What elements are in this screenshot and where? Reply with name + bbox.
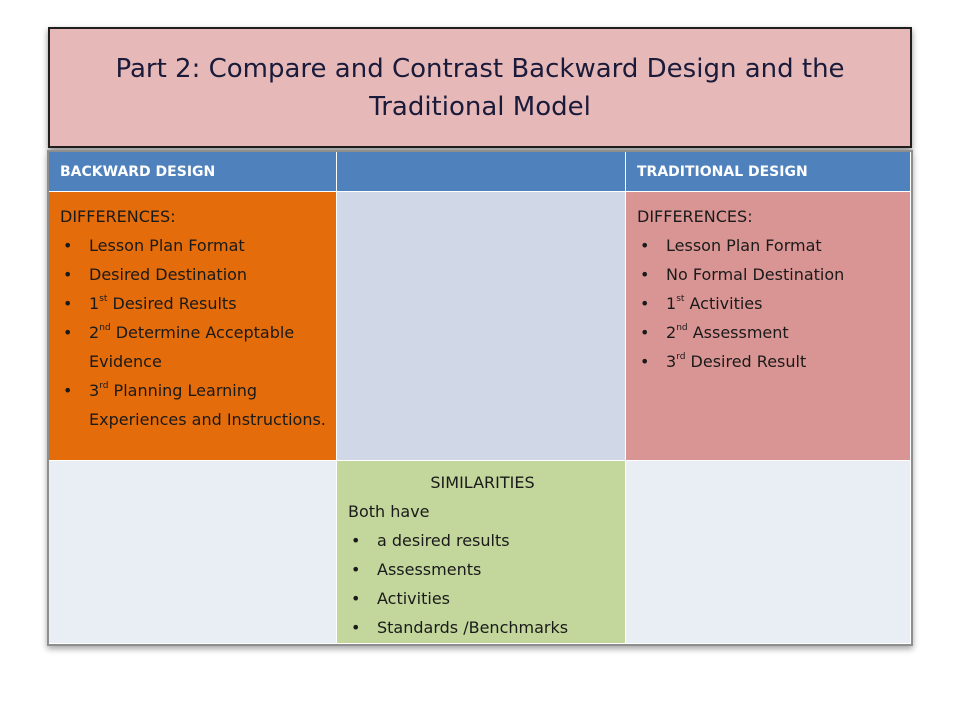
slide-title: Part 2: Compare and Contrast Backward De…	[48, 27, 912, 148]
list-item: No Formal Destination	[637, 260, 902, 289]
list-item: Lesson Plan Format	[60, 231, 328, 260]
header-traditional-design: TRADITIONAL DESIGN	[626, 152, 911, 192]
list-item: 1st Desired Results	[60, 289, 328, 318]
list-item: Assessments	[348, 555, 617, 584]
similarities-heading: SIMILARITIES	[430, 473, 535, 492]
list-item: Activities	[348, 584, 617, 613]
backward-differences-heading: DIFFERENCES:	[60, 207, 176, 226]
list-item: 2nd Assessment	[637, 318, 902, 347]
header-backward-design: BACKWARD DESIGN	[49, 152, 337, 192]
list-item: Lesson Plan Format	[637, 231, 902, 260]
header-middle	[337, 152, 626, 192]
bottom-right-empty-cell	[626, 461, 911, 644]
list-item: 1st Activities	[637, 289, 902, 318]
traditional-differences-cell: DIFFERENCES: Lesson Plan Format No Forma…	[626, 192, 911, 461]
comparison-table: BACKWARD DESIGN TRADITIONAL DESIGN DIFFE…	[47, 150, 913, 646]
list-item: 3rd Planning Learning Experiences and In…	[60, 376, 328, 434]
similarities-list: a desired results Assessments Activities…	[348, 526, 617, 642]
title-line-1: Part 2: Compare and Contrast Backward De…	[115, 53, 845, 84]
list-item: 2nd Determine Acceptable Evidence	[60, 318, 328, 376]
backward-differences-list: Lesson Plan Format Desired Destination 1…	[60, 231, 328, 434]
bottom-left-empty-cell	[49, 461, 337, 644]
title-line-2: Traditional Model	[369, 91, 591, 122]
list-item: Desired Destination	[60, 260, 328, 289]
list-item: 3rd Desired Result	[637, 347, 902, 376]
traditional-differences-list: Lesson Plan Format No Formal Destination…	[637, 231, 902, 376]
list-item: a desired results	[348, 526, 617, 555]
similarities-intro: Both have	[348, 502, 430, 521]
similarities-cell: SIMILARITIES Both have a desired results…	[337, 461, 626, 644]
traditional-differences-heading: DIFFERENCES:	[637, 207, 753, 226]
middle-empty-cell	[337, 192, 626, 461]
backward-differences-cell: DIFFERENCES: Lesson Plan Format Desired …	[49, 192, 337, 461]
list-item: Standards /Benchmarks	[348, 613, 617, 642]
